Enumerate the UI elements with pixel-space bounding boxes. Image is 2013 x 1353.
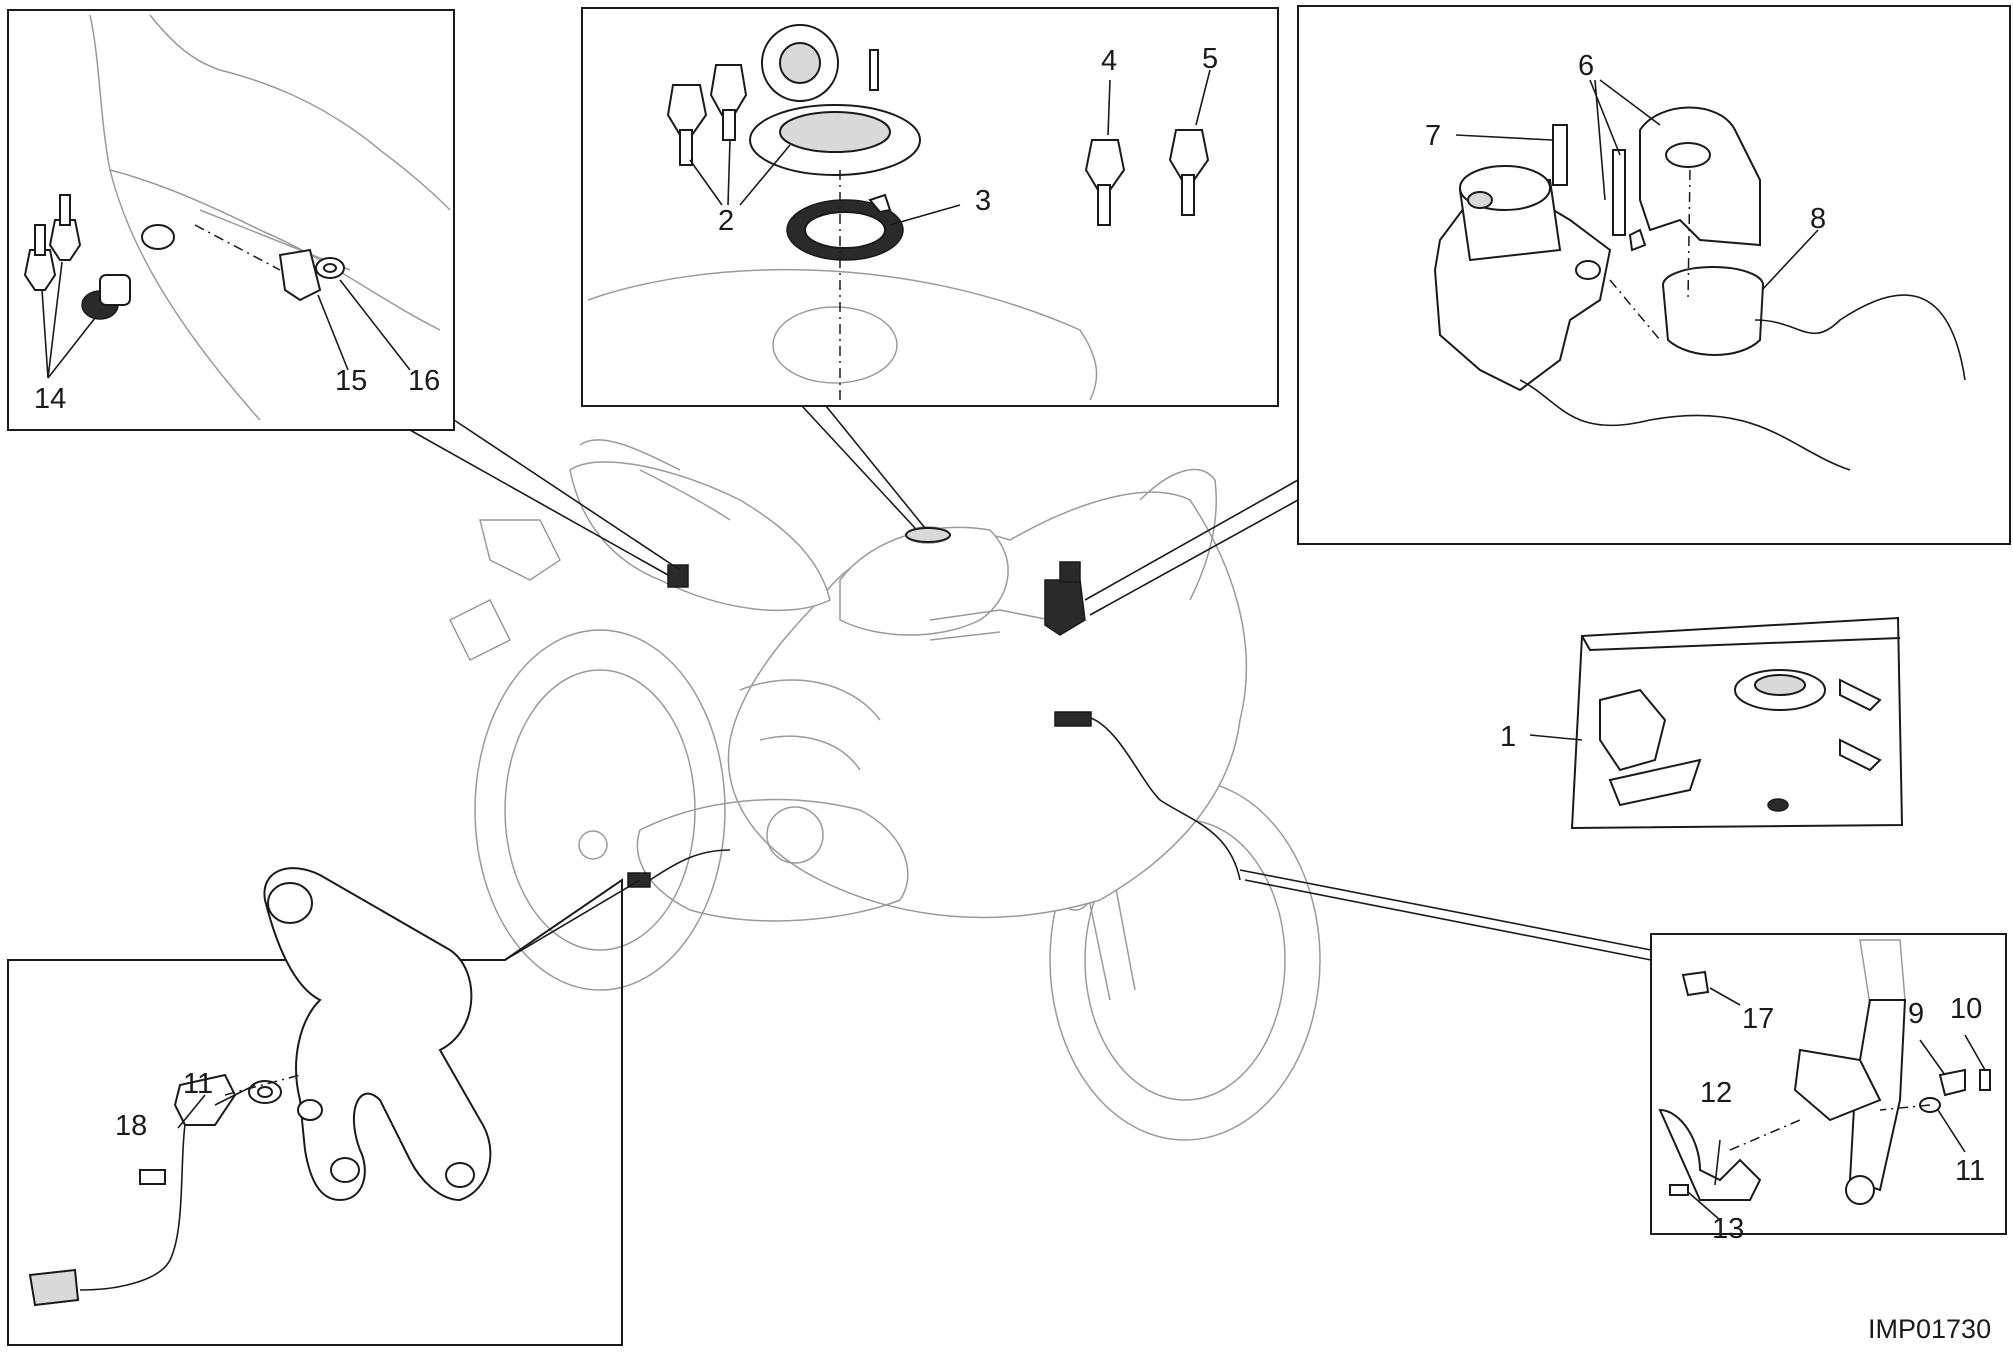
callout-7: 7 [1425, 120, 1441, 152]
seat-lock-highlight [667, 564, 689, 588]
spare-keys [1084, 129, 1210, 226]
callout-11-rear: 11 [183, 1068, 213, 1100]
callout-6: 6 [1578, 50, 1594, 82]
front-sensor-wire-highlight [1054, 711, 1092, 727]
ignition-ring [1662, 266, 1966, 381]
callout-11-front: 11 [1955, 1155, 1985, 1187]
fuel-cap-keys [666, 64, 748, 166]
callout-12: 12 [1700, 1077, 1732, 1109]
callout-9: 9 [1908, 998, 1924, 1030]
callout-13: 13 [1712, 1213, 1744, 1245]
callout-1: 1 [1500, 721, 1516, 753]
sensor-9-part [1938, 1068, 1966, 1097]
panel-front-speed-sensor: 17 12 13 9 10 11 [1239, 869, 2007, 1245]
cable-clip-part [1681, 970, 1710, 997]
clip-part [278, 248, 322, 302]
callout-17: 17 [1742, 1003, 1774, 1035]
ignition-switch-cover [1628, 106, 1761, 252]
fuel-cap-highlight [905, 527, 951, 543]
callout-14: 14 [34, 383, 66, 415]
callout-8: 8 [1810, 203, 1826, 235]
ignition-key-highlight [1059, 561, 1081, 583]
seat-key-group [23, 194, 82, 291]
ignition-switch-body [1433, 165, 1851, 471]
fuel-cap-gasket [786, 193, 904, 261]
callout-3: 3 [975, 185, 991, 217]
panel-seat-lock: 14 15 16 [7, 9, 681, 576]
callout-4: 4 [1101, 45, 1117, 77]
callout-10: 10 [1950, 993, 1982, 1025]
callout-18: 18 [115, 1110, 147, 1142]
callout-15: 15 [335, 365, 367, 397]
panel-rear-speed-sensor: 18 11 [7, 867, 641, 1346]
panel-ignition-switch: 7 6 8 [1084, 5, 2011, 616]
callout-16: 16 [408, 365, 440, 397]
fuel-cap [749, 24, 921, 176]
rear-sensor-bracket [263, 867, 492, 1202]
callout-2: 2 [718, 205, 734, 237]
panel-fuel-cap: 2 3 4 5 [581, 7, 1279, 529]
panel-kit-box: 1 [1500, 616, 1904, 830]
figure-code: IMP01730 [1868, 1314, 1991, 1344]
sensor-bracket-part [1658, 1108, 1762, 1201]
callout-5: 5 [1202, 43, 1218, 75]
motorcycle-outline [448, 439, 1321, 1141]
seat-lock-cylinder [81, 224, 175, 320]
